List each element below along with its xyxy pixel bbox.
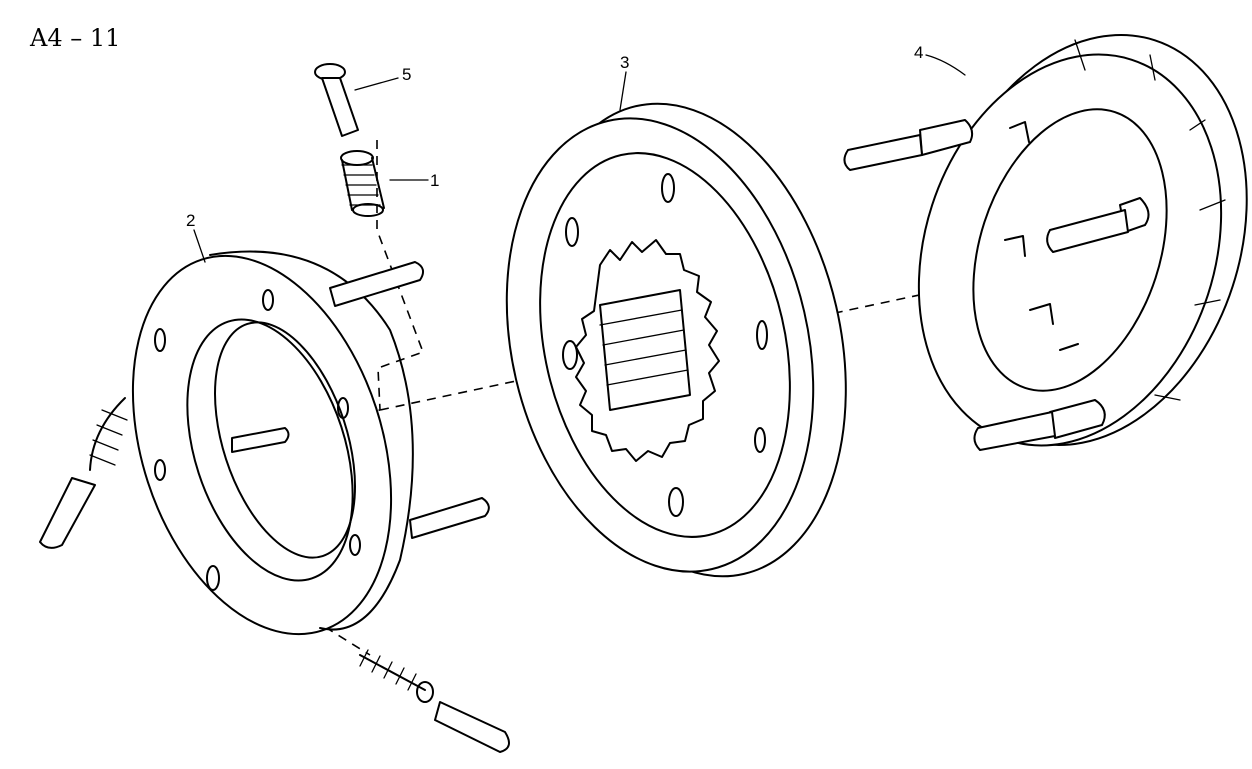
part-3-hub (505, 102, 847, 578)
part-2-synchro-ring (131, 250, 490, 636)
callout-4: 4 (914, 43, 966, 76)
figure-title: A4 – 11 (29, 24, 120, 52)
part-4-synchro-ring (843, 33, 1248, 451)
callout-label-1: 1 (430, 171, 439, 190)
part-1-spring (340, 150, 385, 217)
callout-label-5: 5 (402, 65, 411, 84)
callout-2: 2 (186, 211, 206, 263)
callout-5: 5 (354, 65, 411, 91)
callout-label-2: 2 (186, 211, 195, 230)
callout-1: 1 (389, 171, 439, 190)
callout-3: 3 (619, 53, 629, 111)
callout-label-4: 4 (914, 43, 923, 62)
part-2-left-spring-and-pin (39, 397, 128, 549)
bottom-spring-and-pin (359, 649, 510, 753)
part-5-pin (314, 63, 359, 137)
callout-label-3: 3 (620, 53, 629, 72)
